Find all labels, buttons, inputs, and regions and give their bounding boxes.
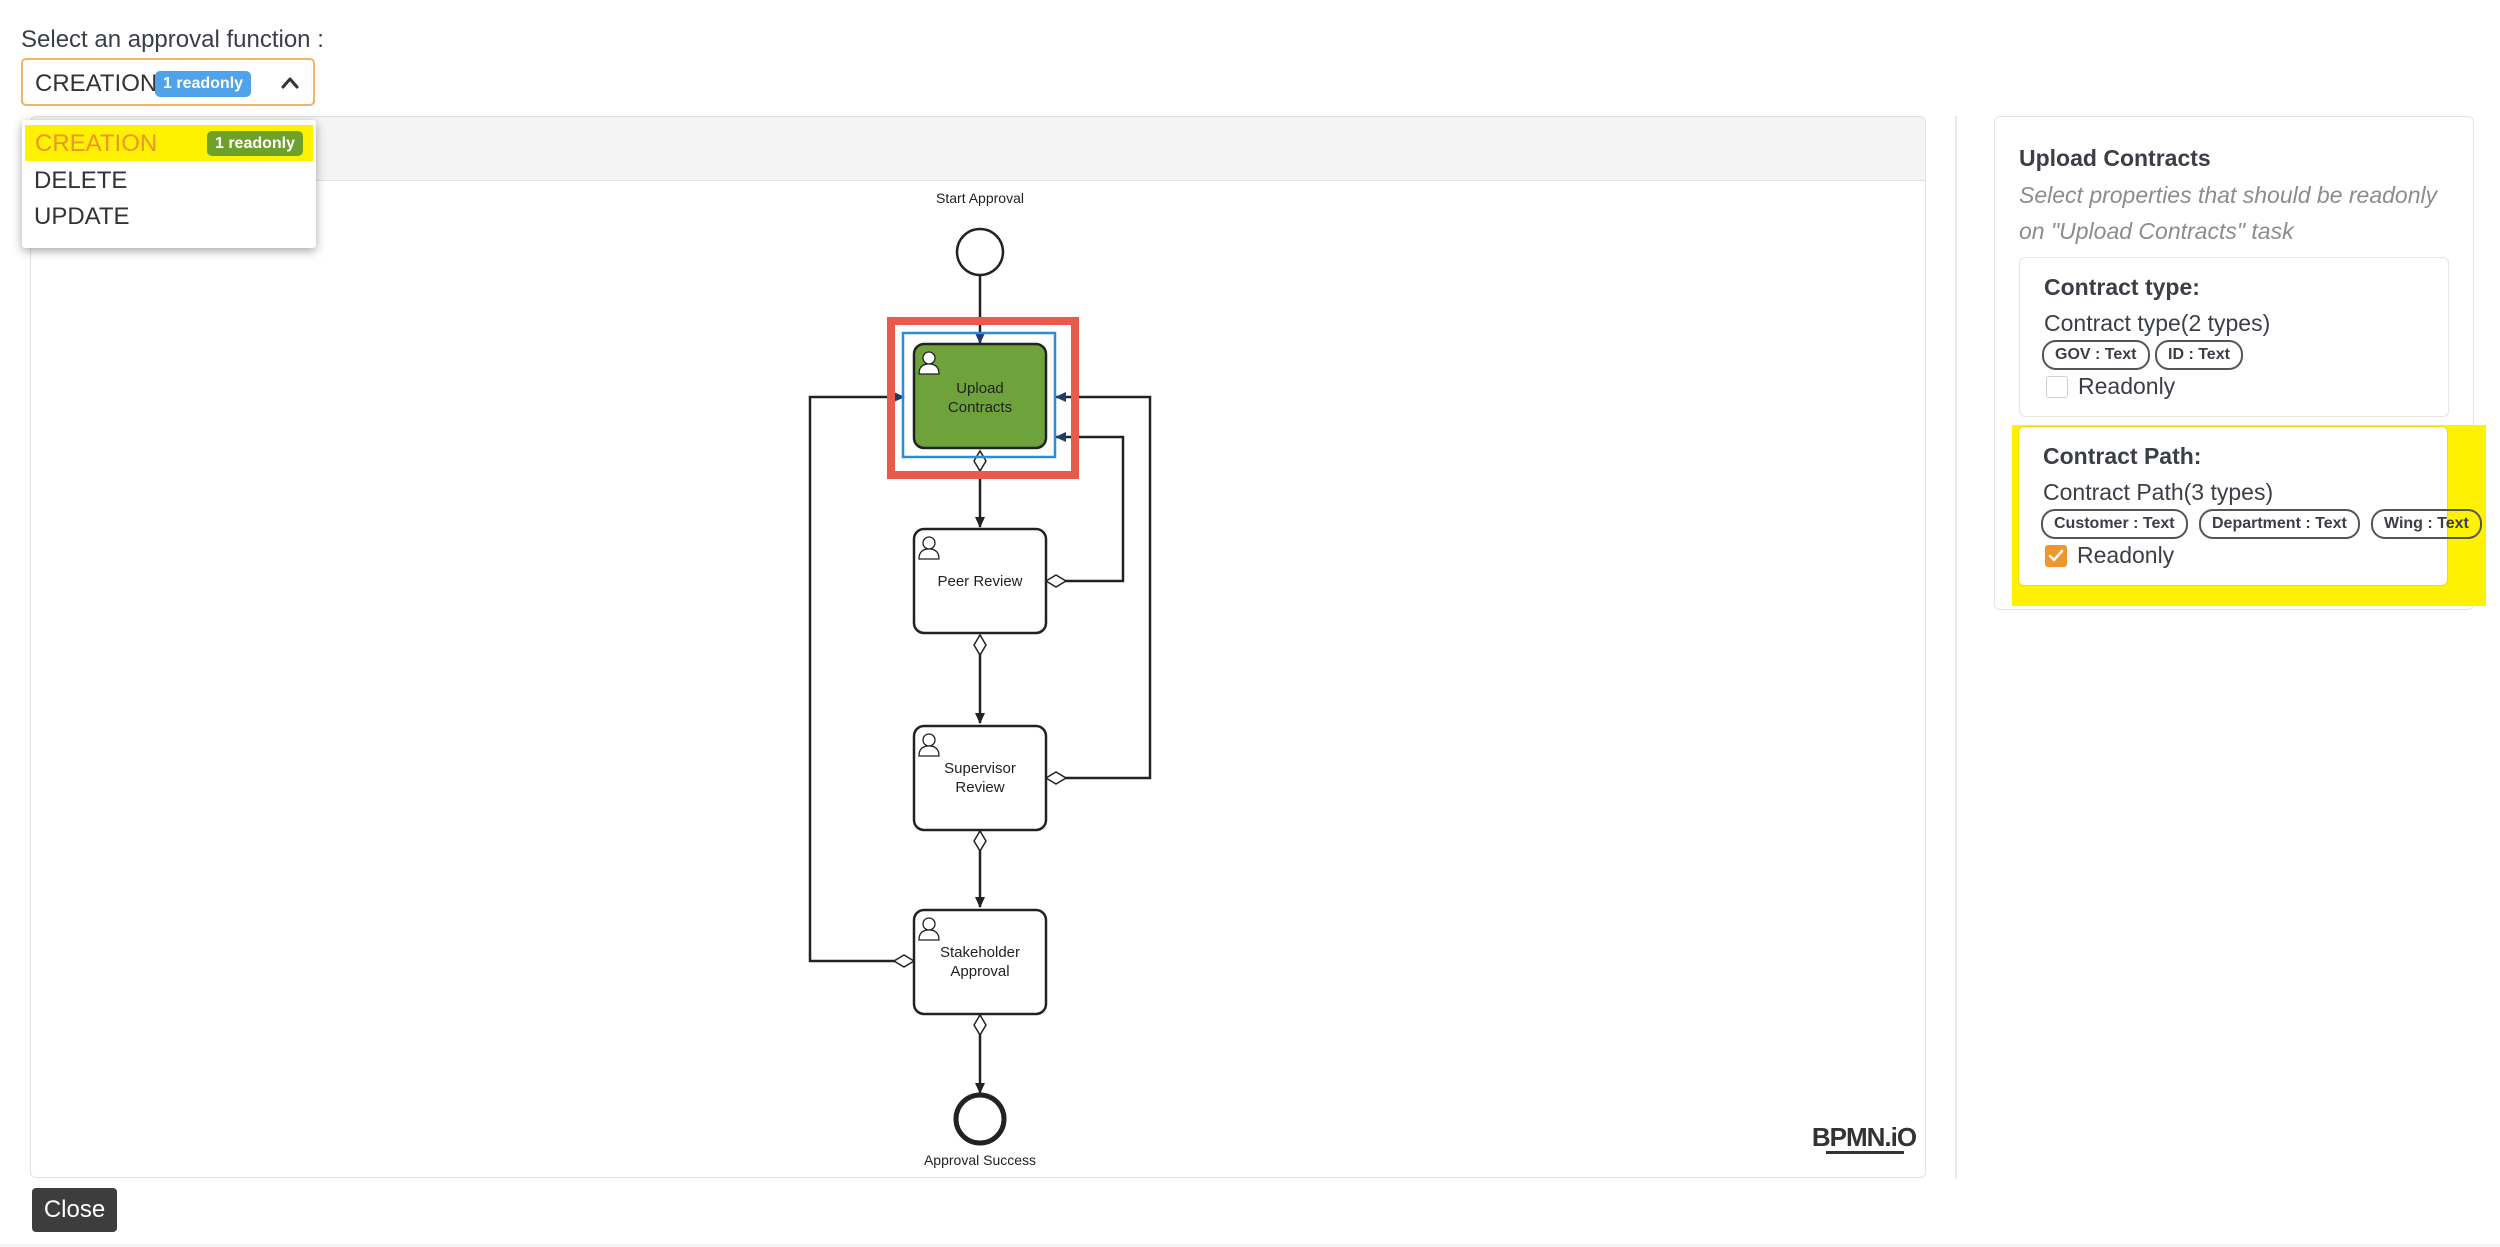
condition-marker (973, 829, 987, 853)
option-label: CREATION (35, 130, 158, 157)
readonly-checkbox[interactable] (2046, 376, 2068, 398)
selection-highlight-frame (887, 317, 1079, 479)
close-button[interactable]: Close (32, 1188, 117, 1232)
logo-underline (1826, 1151, 1904, 1154)
task-upload-contracts[interactable] (912, 342, 1048, 450)
end-event[interactable] (953, 1092, 1007, 1146)
dropdown-option-update[interactable]: UPDATE (22, 198, 316, 234)
condition-marker (1044, 771, 1068, 785)
readonly-label[interactable]: Readonly (2077, 542, 2175, 568)
approval-function-select[interactable]: CREATION 1 readonly (21, 58, 315, 106)
chevron-up-icon[interactable] (277, 70, 303, 96)
user-task-icon (918, 536, 940, 560)
user-task-icon (918, 917, 940, 941)
task-stakeholder-approval[interactable] (912, 908, 1048, 1016)
type-chip: ID : Text (2155, 340, 2243, 370)
dropdown-option-creation[interactable]: CREATION 1 readonly (25, 125, 313, 161)
flow-stakeholder-back[interactable] (808, 392, 914, 963)
property-card-contract-type: Contract type: Contract type(2 types) GO… (2019, 257, 2449, 417)
bpmn-io-logo[interactable]: BPMN.iO (1812, 1122, 1918, 1152)
bottom-edge (0, 1244, 2500, 1247)
property-name: Contract Path: (2043, 443, 2202, 469)
panel-description: Select properties that should be readonl… (2019, 182, 2438, 244)
type-chip: Department : Text (2199, 509, 2360, 539)
readonly-count-badge: 1 readonly (206, 131, 303, 156)
check-icon (2048, 549, 2064, 562)
property-name: Contract type: (2044, 274, 2200, 300)
condition-marker (973, 633, 987, 657)
flow-peer-back[interactable] (1046, 432, 1125, 583)
property-types: Contract Path(3 types) (2043, 479, 2274, 505)
condition-marker (892, 954, 916, 968)
panel-divider (1955, 116, 1957, 1178)
readonly-count-badge: 1 readonly (155, 71, 252, 97)
type-chip: Customer : Text (2041, 509, 2188, 539)
task-supervisor-review[interactable] (912, 724, 1048, 832)
start-event[interactable] (955, 227, 1005, 277)
task-peer-review[interactable] (912, 527, 1048, 635)
option-label: DELETE (34, 167, 128, 194)
readonly-checkbox[interactable] (2045, 545, 2067, 567)
condition-marker (973, 1013, 987, 1037)
start-event-label: Start Approval (936, 190, 1024, 206)
end-event-label: Approval Success (924, 1152, 1036, 1168)
approval-function-dropdown: CREATION 1 readonly DELETE UPDATE (22, 120, 316, 248)
condition-marker (973, 449, 987, 473)
option-label: UPDATE (34, 203, 130, 230)
condition-marker (1044, 574, 1068, 588)
property-types: Contract type(2 types) (2044, 310, 2271, 336)
user-task-icon (918, 733, 940, 757)
select-value: CREATION (35, 70, 158, 97)
type-chip: Wing : Text (2371, 509, 2482, 539)
approval-function-label: Select an approval function : (21, 26, 324, 53)
property-card-contract-path: Contract Path: Contract Path(3 types) Cu… (2018, 426, 2482, 586)
flow-supervisor-back[interactable] (1046, 392, 1152, 780)
selection-outline (901, 331, 1057, 459)
task-label: Peer Review (937, 573, 1022, 590)
readonly-label[interactable]: Readonly (2078, 373, 2176, 399)
dropdown-option-delete[interactable]: DELETE (22, 162, 316, 198)
type-chip: GOV : Text (2042, 340, 2150, 370)
panel-title: Upload Contracts (2019, 145, 2211, 171)
user-task-icon (918, 351, 940, 375)
